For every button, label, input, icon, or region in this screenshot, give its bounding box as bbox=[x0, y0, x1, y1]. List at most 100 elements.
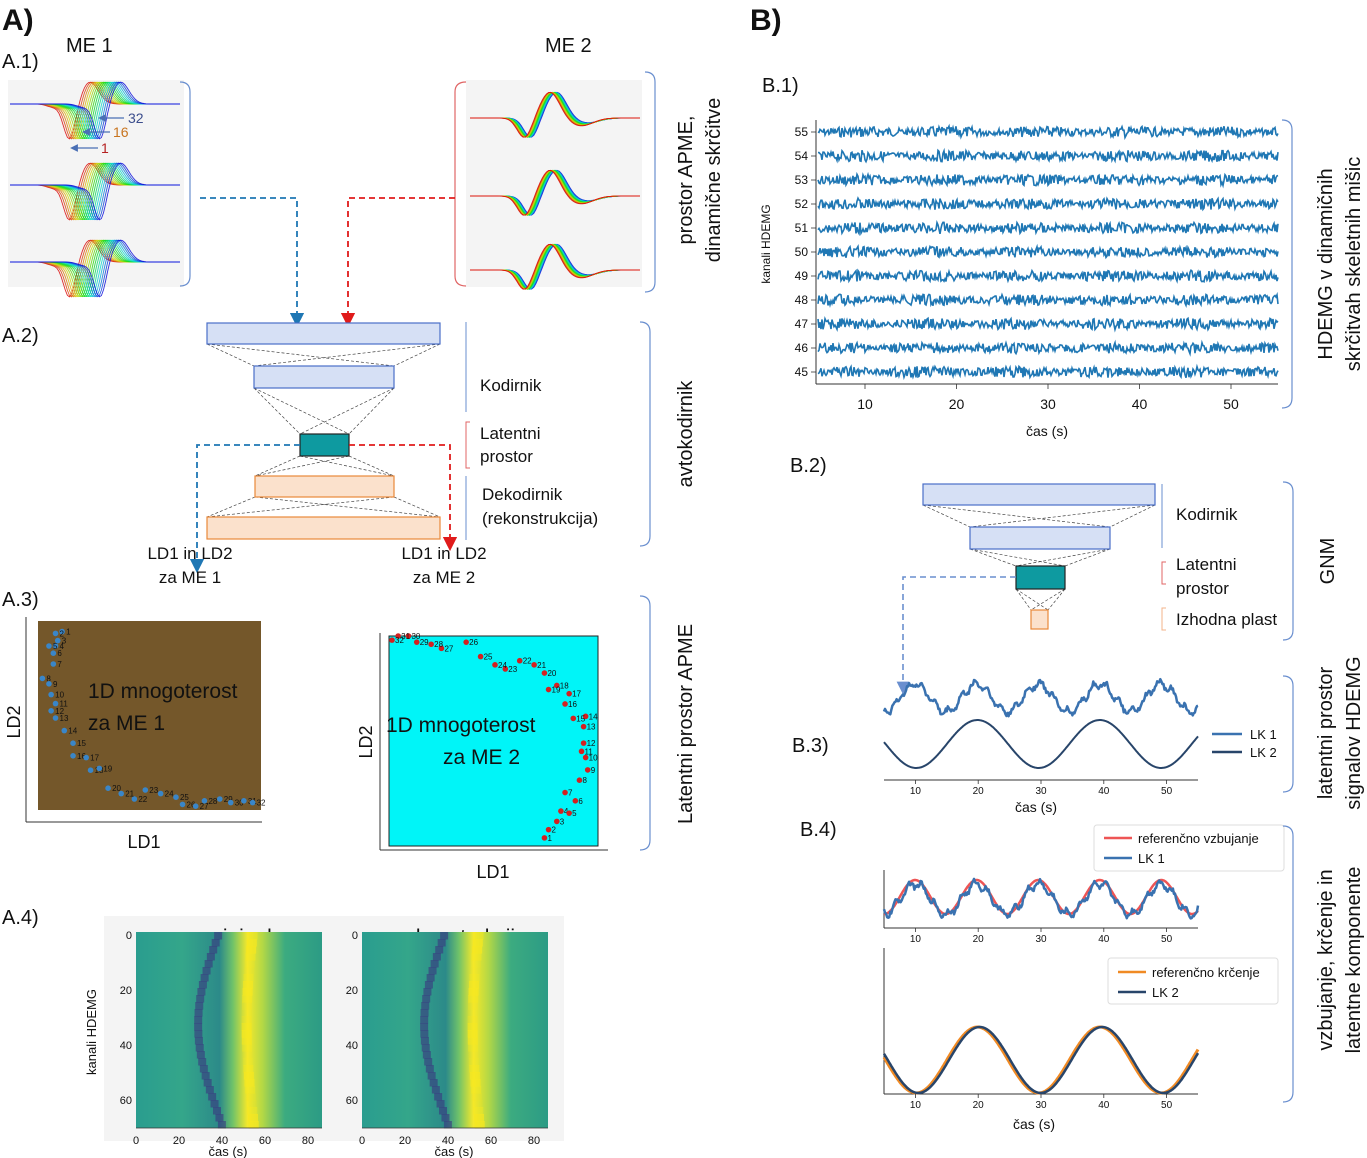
b2-label: B.2) bbox=[790, 455, 827, 477]
scatter-point-label: 26 bbox=[469, 638, 478, 647]
scatter-point-label: 21 bbox=[125, 790, 134, 799]
a4-ylabel: kanali HDEMG bbox=[84, 989, 99, 1075]
heatmap-band bbox=[468, 1058, 479, 1066]
heatmap-band bbox=[468, 1051, 479, 1059]
scatter-point-label: 28 bbox=[434, 640, 443, 649]
heatmap-band bbox=[420, 1030, 429, 1038]
scatter-point bbox=[70, 753, 76, 759]
heatmap-band bbox=[427, 1072, 436, 1080]
heatmap-band bbox=[422, 995, 431, 1003]
a1-bracket bbox=[644, 71, 656, 293]
scatter-point-label: 11 bbox=[585, 747, 594, 756]
gnm-latent-label-1: Latentni bbox=[1176, 555, 1237, 574]
heatmap-band bbox=[242, 995, 253, 1003]
muap-trace bbox=[10, 162, 180, 221]
heatmap-band bbox=[467, 1023, 478, 1031]
scatter-point bbox=[580, 723, 587, 730]
heatmap-band bbox=[247, 1107, 258, 1115]
a3-right-ylabel: LD2 bbox=[356, 725, 376, 758]
heatmap-band bbox=[440, 932, 449, 940]
heatmap-band bbox=[242, 1044, 253, 1052]
scatter-point-label: 27 bbox=[444, 644, 453, 653]
heatmap-band bbox=[438, 1107, 447, 1115]
b3-bracket-label-1: latentni prostor bbox=[1315, 667, 1337, 800]
hdemg-channel-trace bbox=[817, 243, 1279, 260]
me1-title: ME 1 bbox=[66, 35, 113, 57]
scatter-point bbox=[502, 666, 509, 672]
scatter-point-label: 5 bbox=[572, 809, 577, 818]
heatmap-band bbox=[196, 1051, 205, 1059]
heatmap-band bbox=[198, 1058, 207, 1066]
heatmap-ytick: 60 bbox=[120, 1095, 132, 1107]
scatter-point bbox=[52, 630, 59, 637]
heatmap-xtick: 60 bbox=[259, 1135, 271, 1147]
b4-label: B.4) bbox=[800, 819, 837, 841]
xtick-label: 20 bbox=[973, 786, 985, 797]
scatter-point bbox=[70, 740, 76, 746]
gnm-encoder-layer-2 bbox=[969, 526, 1111, 550]
heatmap-xtick: 80 bbox=[528, 1135, 540, 1147]
scatter-point bbox=[562, 701, 568, 707]
heatmap-band bbox=[470, 967, 481, 975]
latent-layer bbox=[299, 433, 350, 457]
b3-bracket bbox=[1282, 675, 1294, 793]
hdemg-channel-label: 48 bbox=[795, 293, 809, 307]
heatmap-band bbox=[201, 1072, 210, 1080]
b4-bracket bbox=[1282, 825, 1294, 1103]
scatter-point-label: 20 bbox=[547, 669, 556, 678]
scatter-point bbox=[576, 777, 583, 783]
gnm-latent-bracket bbox=[1161, 561, 1166, 585]
scatter-point bbox=[249, 799, 256, 806]
scatter-point bbox=[52, 715, 59, 721]
heatmap-band bbox=[474, 1121, 485, 1129]
encoder-label: Kodirnik bbox=[480, 376, 542, 395]
heatmap-band bbox=[243, 1072, 254, 1080]
scatter-point bbox=[541, 835, 548, 841]
heatmap-band bbox=[472, 946, 483, 954]
scatter-point-label: 29 bbox=[224, 795, 233, 804]
heatmap-band bbox=[206, 953, 215, 961]
scatter-point-label: 9 bbox=[591, 766, 596, 775]
heatmap-band bbox=[241, 1016, 252, 1024]
panel-b-label: B) bbox=[750, 4, 782, 37]
b3-label: B.3) bbox=[792, 735, 829, 757]
scatter-point-label: 27 bbox=[200, 802, 209, 811]
heatmap-band bbox=[431, 1086, 440, 1094]
scatter-point bbox=[241, 798, 247, 804]
heatmap-xtick: 40 bbox=[442, 1135, 454, 1147]
hdemg-channel-label: 54 bbox=[795, 149, 809, 163]
scatter-point-label: 20 bbox=[112, 784, 121, 793]
scatter-point bbox=[201, 798, 208, 804]
heatmap-band bbox=[197, 988, 206, 996]
hdemg-xtick: 10 bbox=[857, 396, 873, 412]
hdemg-channel-trace bbox=[817, 123, 1279, 141]
scatter-point bbox=[87, 767, 94, 773]
a3-left-xlabel: LD1 bbox=[127, 832, 160, 852]
muap-trace bbox=[470, 170, 640, 216]
a4-heatmap-original bbox=[136, 932, 322, 1129]
hdemg-channel-trace bbox=[817, 363, 1279, 381]
scatter-point bbox=[179, 801, 186, 808]
scatter-point bbox=[516, 657, 523, 664]
heatmap-band bbox=[247, 932, 258, 940]
hdemg-channel-trace bbox=[817, 339, 1279, 357]
scatter-point-label: 30 bbox=[411, 632, 420, 641]
hdemg-channel-label: 53 bbox=[795, 173, 809, 187]
panel-a-label: A) bbox=[2, 4, 34, 37]
me2-title: ME 2 bbox=[545, 35, 592, 57]
scatter-point-label: 16 bbox=[568, 700, 577, 709]
ref-contraction-line bbox=[882, 1025, 1200, 1095]
heatmap-xtick: 60 bbox=[485, 1135, 497, 1147]
scatter-point bbox=[389, 637, 395, 643]
heatmap-band bbox=[467, 1016, 478, 1024]
a3-left-plot: 1234567891011121314151617181920212223242… bbox=[4, 617, 266, 852]
b1-bracket bbox=[1281, 119, 1293, 409]
heatmap-band bbox=[473, 1107, 484, 1115]
scatter-point bbox=[192, 803, 199, 809]
heatmap-band bbox=[215, 1114, 224, 1122]
b4-legend-ref-vzb: referenčno vzbujanje bbox=[1138, 831, 1259, 846]
